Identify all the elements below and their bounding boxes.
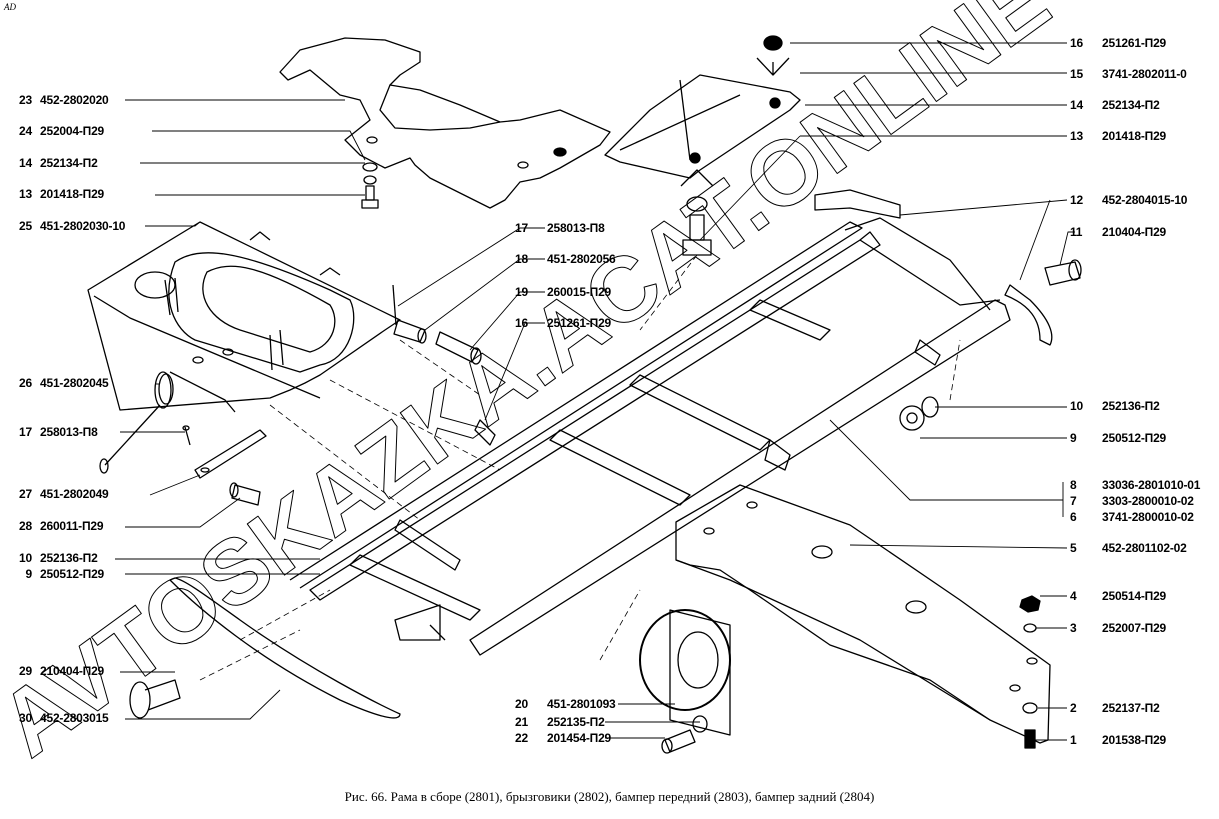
pins-center [392,284,482,365]
bracket-5 [675,484,1051,744]
figure-caption: Рис. 66. Рама в сборе (2801), брызговики… [344,789,875,804]
corner-mark: AD [4,2,16,12]
fasteners-far-right [1019,595,1041,749]
spring-26 [99,371,236,474]
splash-guard-23 [279,37,611,209]
mudflap-plate-25 [87,221,401,411]
nut-washer-right [899,396,939,431]
plate-20 [639,609,731,754]
fastener-stack-left [361,162,379,209]
mudflap-15 [604,74,801,179]
bolt-11 [1004,259,1082,346]
leader-lines [115,42,1075,741]
small-parts-left [182,425,267,506]
chassis-frame [289,217,1011,656]
fastener-stack-right [680,35,790,256]
bolt-29 [129,679,181,719]
rear-bumper-12 [814,189,901,219]
front-bumper-30 [169,577,401,719]
assembly-lines [199,254,961,681]
